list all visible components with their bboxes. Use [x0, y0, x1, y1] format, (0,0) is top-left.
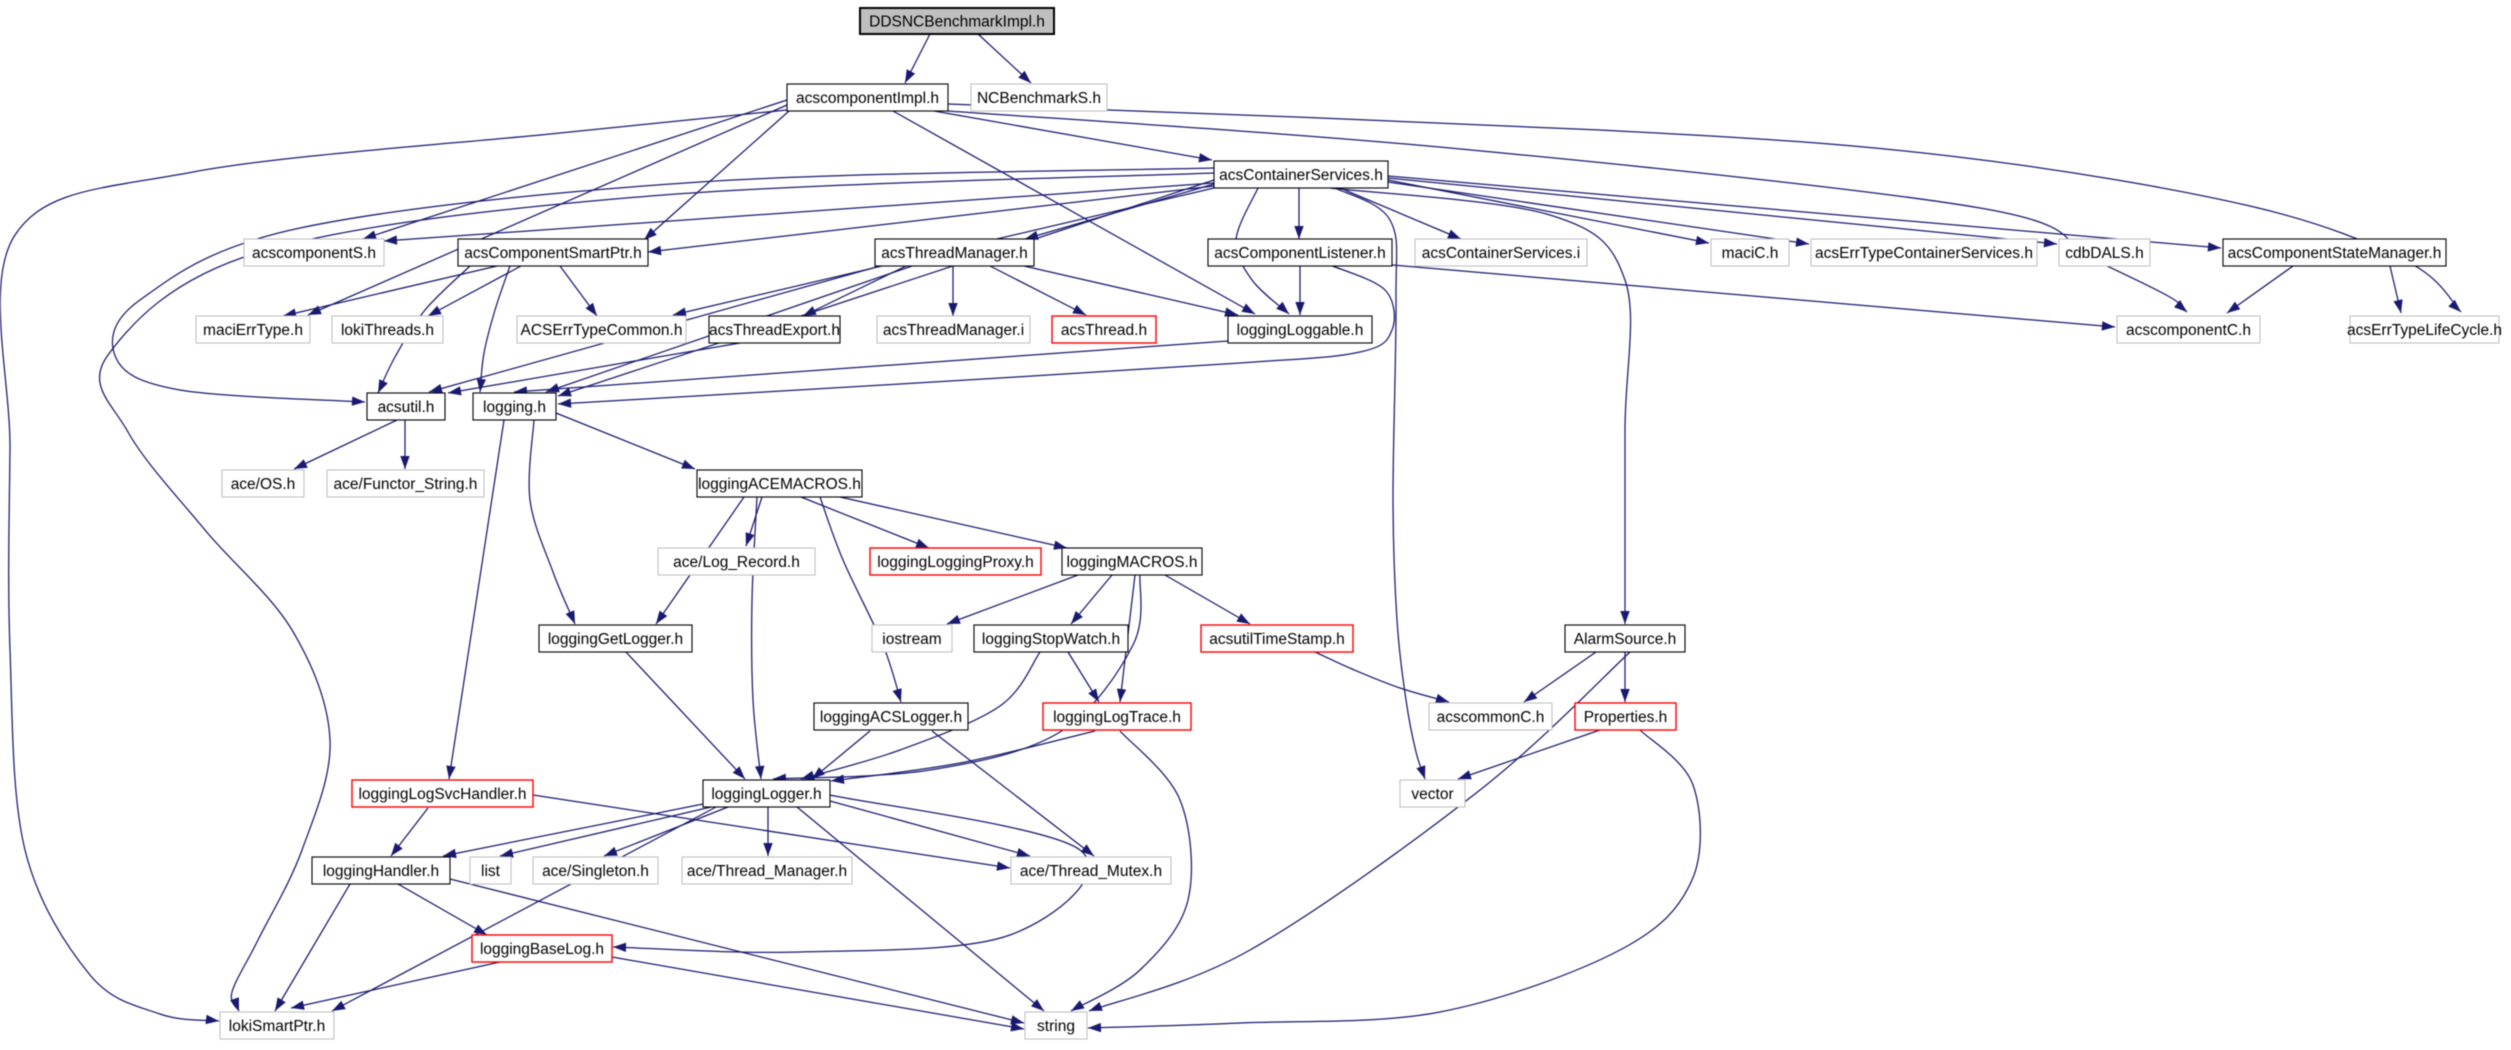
svg-text:loggingBaseLog.h: loggingBaseLog.h [480, 941, 604, 958]
svg-text:acsComponentStateManager.h: acsComponentStateManager.h [2228, 245, 2442, 262]
svg-text:ace/Log_Record.h: ace/Log_Record.h [673, 554, 800, 571]
svg-text:vector: vector [1411, 786, 1453, 803]
svg-text:loggingACSLogger.h: loggingACSLogger.h [820, 709, 962, 726]
svg-text:loggingLoggable.h: loggingLoggable.h [1237, 322, 1364, 339]
svg-text:acsErrTypeLifeCycle.h: acsErrTypeLifeCycle.h [2347, 322, 2502, 339]
svg-text:loggingStopWatch.h: loggingStopWatch.h [982, 631, 1120, 648]
svg-text:ace/Singleton.h: ace/Singleton.h [542, 863, 649, 880]
svg-text:acsutil.h: acsutil.h [378, 399, 435, 416]
svg-text:acsThreadManager.h: acsThreadManager.h [881, 245, 1027, 262]
svg-text:acsutilTimeStamp.h: acsutilTimeStamp.h [1209, 631, 1345, 648]
svg-text:acsComponentSmartPtr.h: acsComponentSmartPtr.h [464, 245, 641, 262]
svg-text:ace/Thread_Manager.h: ace/Thread_Manager.h [687, 863, 847, 880]
svg-text:loggingMACROS.h: loggingMACROS.h [1067, 554, 1198, 571]
svg-text:acscommonC.h: acscommonC.h [1437, 709, 1545, 726]
svg-text:acsErrTypeContainerServices.h: acsErrTypeContainerServices.h [1815, 245, 2033, 262]
svg-text:loggingLogSvcHandler.h: loggingLogSvcHandler.h [358, 786, 526, 803]
svg-text:loggingACEMACROS.h: loggingACEMACROS.h [698, 476, 861, 493]
svg-text:Properties.h: Properties.h [1584, 709, 1668, 726]
svg-text:acsContainerServices.i: acsContainerServices.i [1422, 245, 1581, 262]
svg-text:maciC.h: maciC.h [1722, 245, 1779, 262]
svg-text:list: list [481, 863, 501, 880]
svg-text:loggingLogTrace.h: loggingLogTrace.h [1053, 709, 1181, 726]
svg-text:ace/Thread_Mutex.h: ace/Thread_Mutex.h [1020, 863, 1162, 880]
svg-text:acsThreadExport.h: acsThreadExport.h [709, 322, 840, 339]
svg-text:string: string [1037, 1018, 1075, 1035]
svg-text:acsContainerServices.h: acsContainerServices.h [1219, 167, 1383, 184]
svg-text:cdbDALS.h: cdbDALS.h [2065, 245, 2143, 262]
svg-text:lokiSmartPtr.h: lokiSmartPtr.h [229, 1018, 325, 1035]
svg-text:acscomponentImpl.h: acscomponentImpl.h [796, 90, 939, 107]
svg-text:ace/Functor_String.h: ace/Functor_String.h [334, 476, 478, 493]
svg-text:acscomponentS.h: acscomponentS.h [252, 245, 376, 262]
svg-text:NCBenchmarkS.h: NCBenchmarkS.h [977, 90, 1101, 107]
svg-text:loggingGetLogger.h: loggingGetLogger.h [548, 631, 683, 648]
svg-text:DDSNCBenchmarkImpl.h: DDSNCBenchmarkImpl.h [869, 14, 1045, 31]
svg-text:lokiThreads.h: lokiThreads.h [341, 322, 434, 339]
svg-text:logging.h: logging.h [483, 399, 546, 416]
svg-text:iostream: iostream [882, 631, 941, 648]
svg-text:ace/OS.h: ace/OS.h [231, 476, 296, 493]
svg-text:acsComponentListener.h: acsComponentListener.h [1214, 245, 1385, 262]
svg-text:ACSErrTypeCommon.h: ACSErrTypeCommon.h [521, 322, 683, 339]
svg-text:loggingLogger.h: loggingLogger.h [711, 786, 821, 803]
svg-text:loggingLoggingProxy.h: loggingLoggingProxy.h [877, 554, 1034, 571]
svg-text:AlarmSource.h: AlarmSource.h [1574, 631, 1677, 648]
svg-text:acsThreadManager.i: acsThreadManager.i [883, 322, 1024, 339]
svg-text:maciErrType.h: maciErrType.h [203, 322, 303, 339]
svg-text:acsThread.h: acsThread.h [1061, 322, 1147, 339]
svg-text:acscomponentC.h: acscomponentC.h [2126, 322, 2251, 339]
svg-text:loggingHandler.h: loggingHandler.h [323, 863, 439, 880]
